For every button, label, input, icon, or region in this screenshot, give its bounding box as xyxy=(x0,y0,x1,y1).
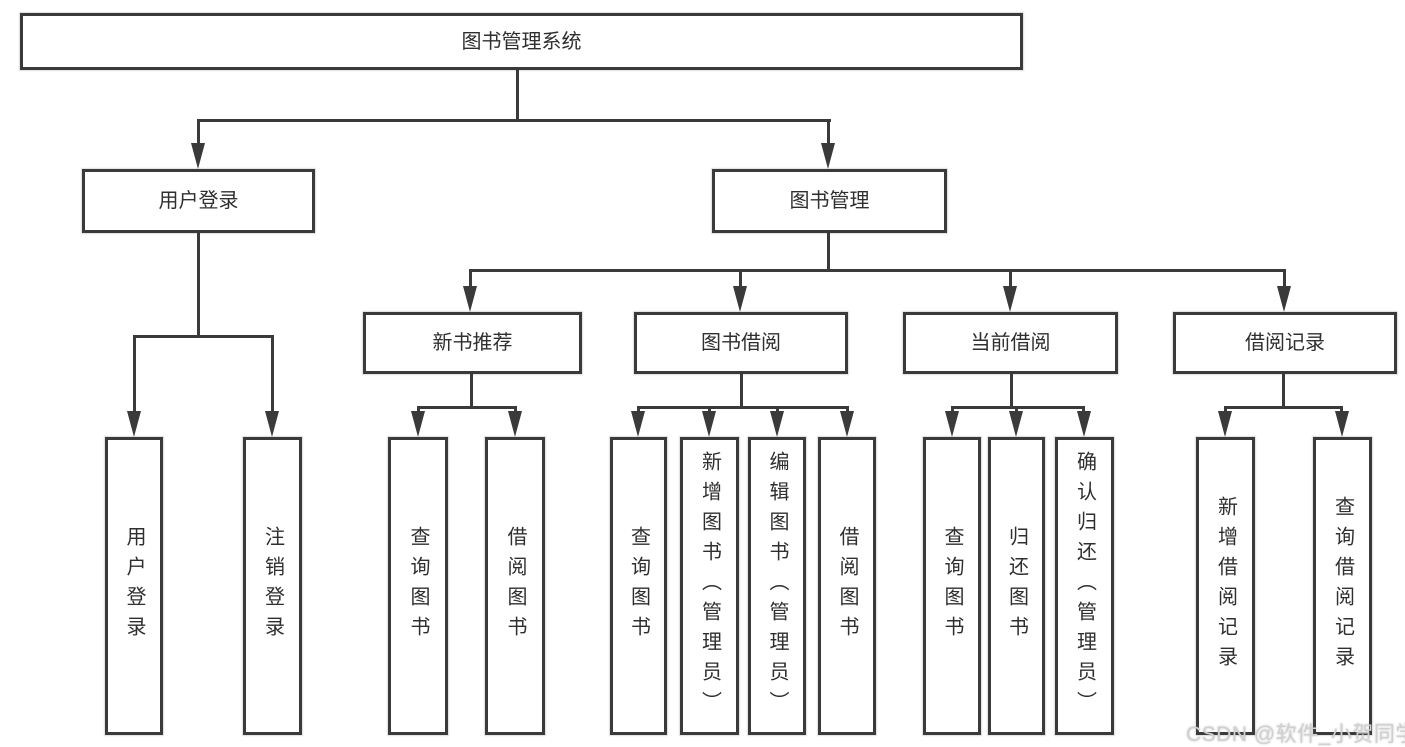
arrow-down-icon xyxy=(127,411,141,437)
node-borrowing-records-label: 借阅记录 xyxy=(1245,332,1325,354)
arrow-down-icon xyxy=(265,411,279,437)
node-new-book-recommend: 新书推荐 xyxy=(363,312,582,374)
leaf-borrow-books-label: 借阅图书 xyxy=(836,526,858,646)
leaf-borrow-books: 借阅图书 xyxy=(818,437,876,735)
arrow-down-icon xyxy=(463,286,477,312)
node-current-borrowing-label: 当前借阅 xyxy=(970,332,1051,354)
arrow-down-icon xyxy=(840,411,854,437)
leaf-add-borrow-record-label: 新增借阅记录 xyxy=(1214,496,1237,676)
leaf-add-books-admin-label: 新增图书（管理员） xyxy=(698,451,721,721)
connector-g3-rail xyxy=(951,406,1085,409)
connector-bookmgmt-drop-3 xyxy=(1009,269,1012,291)
connector-userlogin-rail xyxy=(133,335,274,338)
leaf-borrow-books-recommend-label: 借阅图书 xyxy=(504,526,526,646)
connector-root-drop-left xyxy=(197,119,200,151)
leaf-user-login: 用户登录 xyxy=(105,437,163,735)
leaf-user-login-label: 用户登录 xyxy=(123,526,145,646)
arrow-down-icon xyxy=(1003,286,1017,312)
connector-g2-rail xyxy=(637,406,848,409)
arrow-down-icon xyxy=(945,411,959,437)
leaf-query-borrow-record: 查询借阅记录 xyxy=(1313,437,1372,735)
arrow-down-icon xyxy=(411,411,425,437)
node-root-label: 图书管理系统 xyxy=(461,30,582,53)
arrow-down-icon xyxy=(1077,411,1091,437)
arrow-down-icon xyxy=(733,286,747,312)
leaf-query-books-current-label: 查询图书 xyxy=(941,526,963,646)
connector-g4-stem xyxy=(1282,374,1285,408)
leaf-query-books-recommend-label: 查询图书 xyxy=(407,526,429,646)
arrow-down-icon xyxy=(1335,411,1349,437)
connector-bookmgmt-drop-2 xyxy=(739,269,742,291)
arrow-down-icon xyxy=(508,411,522,437)
node-current-borrowing: 当前借阅 xyxy=(903,312,1118,374)
leaf-query-books-borrowing: 查询图书 xyxy=(610,437,667,735)
arrow-down-icon xyxy=(191,143,205,169)
connector-g1-rail xyxy=(417,406,517,409)
connector-bookmgmt-stem xyxy=(827,233,830,271)
leaf-query-books-borrowing-label: 查询图书 xyxy=(627,526,650,646)
arrow-down-icon xyxy=(1218,411,1232,437)
csdn-watermark: CSDN @软件_小贺同学 xyxy=(1186,723,1405,746)
connector-g1-stem xyxy=(470,374,473,408)
connector-root-stem xyxy=(516,70,519,122)
leaf-query-books-current: 查询图书 xyxy=(923,437,981,735)
node-book-borrowing: 图书借阅 xyxy=(634,312,848,374)
arrow-down-icon xyxy=(702,411,716,437)
leaf-return-books-label: 归还图书 xyxy=(1005,526,1028,646)
arrow-down-icon xyxy=(631,411,645,437)
connector-userlogin-stem xyxy=(197,233,200,337)
leaf-add-borrow-record: 新增借阅记录 xyxy=(1196,437,1255,735)
node-root: 图书管理系统 xyxy=(20,13,1023,70)
node-book-management: 图书管理 xyxy=(712,169,947,233)
leaf-logout-label: 注销登录 xyxy=(261,526,284,646)
leaf-edit-books-admin-label: 编辑图书（管理员） xyxy=(766,451,788,721)
node-borrowing-records: 借阅记录 xyxy=(1173,312,1397,374)
arrow-down-icon xyxy=(770,411,784,437)
connector-bookmgmt-drop-1 xyxy=(469,269,472,291)
node-new-book-recommend-label: 新书推荐 xyxy=(432,332,513,354)
node-user-login: 用户登录 xyxy=(82,169,315,233)
connector-bookmgmt-drop-4 xyxy=(1283,269,1286,291)
connector-root-drop-right xyxy=(827,119,830,151)
leaf-logout: 注销登录 xyxy=(243,437,302,735)
leaf-confirm-return-admin: 确认归还（管理员） xyxy=(1055,437,1114,735)
leaf-edit-books-admin: 编辑图书（管理员） xyxy=(748,437,806,735)
connector-bookmgmt-rail xyxy=(469,269,1285,272)
arrow-down-icon xyxy=(1009,411,1023,437)
connector-g2-stem xyxy=(740,374,743,408)
leaf-query-borrow-record-label: 查询借阅记录 xyxy=(1331,496,1354,676)
arrow-down-icon xyxy=(1277,286,1291,312)
leaf-return-books: 归还图书 xyxy=(988,437,1045,735)
leaf-add-books-admin: 新增图书（管理员） xyxy=(680,437,739,735)
node-book-borrowing-label: 图书借阅 xyxy=(701,332,781,354)
connector-userlogin-drop-1 xyxy=(133,335,136,417)
arrow-down-icon xyxy=(821,143,835,169)
node-book-management-label: 图书管理 xyxy=(789,190,870,212)
leaf-query-books-recommend: 查询图书 xyxy=(388,437,448,735)
connector-userlogin-drop-2 xyxy=(271,335,274,417)
connector-g3-stem xyxy=(1010,374,1013,408)
node-user-login-label: 用户登录 xyxy=(158,190,239,212)
connector-root-rail xyxy=(198,119,831,122)
leaf-borrow-books-recommend: 借阅图书 xyxy=(485,437,545,735)
connector-g4-rail xyxy=(1224,406,1343,409)
leaf-confirm-return-admin-label: 确认归还（管理员） xyxy=(1073,451,1096,721)
